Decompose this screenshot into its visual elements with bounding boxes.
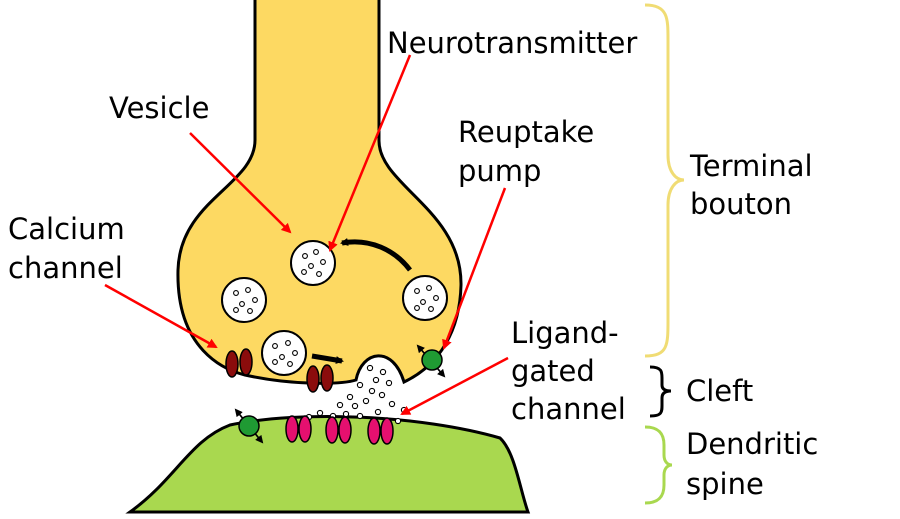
label-ligand-gated-channel-line3: channel [511, 392, 626, 426]
ligand-gated-channel [367, 417, 394, 445]
pointer-neurotransmitter [328, 54, 412, 252]
vesicle [290, 240, 336, 286]
label-ligand-gated-channel-line2: gated [511, 354, 595, 388]
vesicle [402, 275, 448, 321]
calcium-channel [225, 348, 253, 378]
label-neurotransmitter: Neurotransmitter [387, 26, 638, 60]
label-vesicle: Vesicle [109, 91, 210, 125]
pointer-vesicle [189, 132, 292, 234]
calcium-channel [306, 364, 334, 393]
release-arrow [311, 353, 344, 364]
label-calcium-channel-line2: channel [8, 251, 123, 285]
brace-cleft [649, 365, 672, 418]
reuptake-pump [234, 408, 264, 444]
label-calcium-channel-line1: Calcium [8, 212, 125, 246]
ligand-gated-channel [285, 415, 312, 443]
vesicle [221, 277, 267, 323]
brace-terminal-bouton [644, 3, 685, 358]
dendritic-spine-shape [125, 415, 531, 514]
pointer-reuptake-pump [442, 187, 507, 350]
pointer-ligand-gated-channel [400, 356, 509, 416]
brace-dendritic-spine [644, 425, 673, 505]
label-dendritic-spine-line1: Dendritic [686, 427, 819, 461]
pointer-calcium-channel [104, 283, 218, 349]
label-terminal-bouton-line2: bouton [690, 187, 793, 221]
label-terminal-bouton-line1: Terminal [690, 149, 813, 183]
label-reuptake-pump-line1: Reuptake [458, 115, 595, 149]
ligand-gated-channel [325, 416, 352, 444]
label-reuptake-pump-line2: pump [458, 154, 542, 188]
recycle-arrow [340, 238, 412, 272]
reuptake-pump [416, 344, 446, 378]
label-ligand-gated-channel-line1: Ligand- [511, 316, 619, 350]
vesicle [261, 330, 307, 376]
label-dendritic-spine-line2: spine [686, 467, 764, 501]
label-cleft: Cleft [686, 374, 754, 408]
